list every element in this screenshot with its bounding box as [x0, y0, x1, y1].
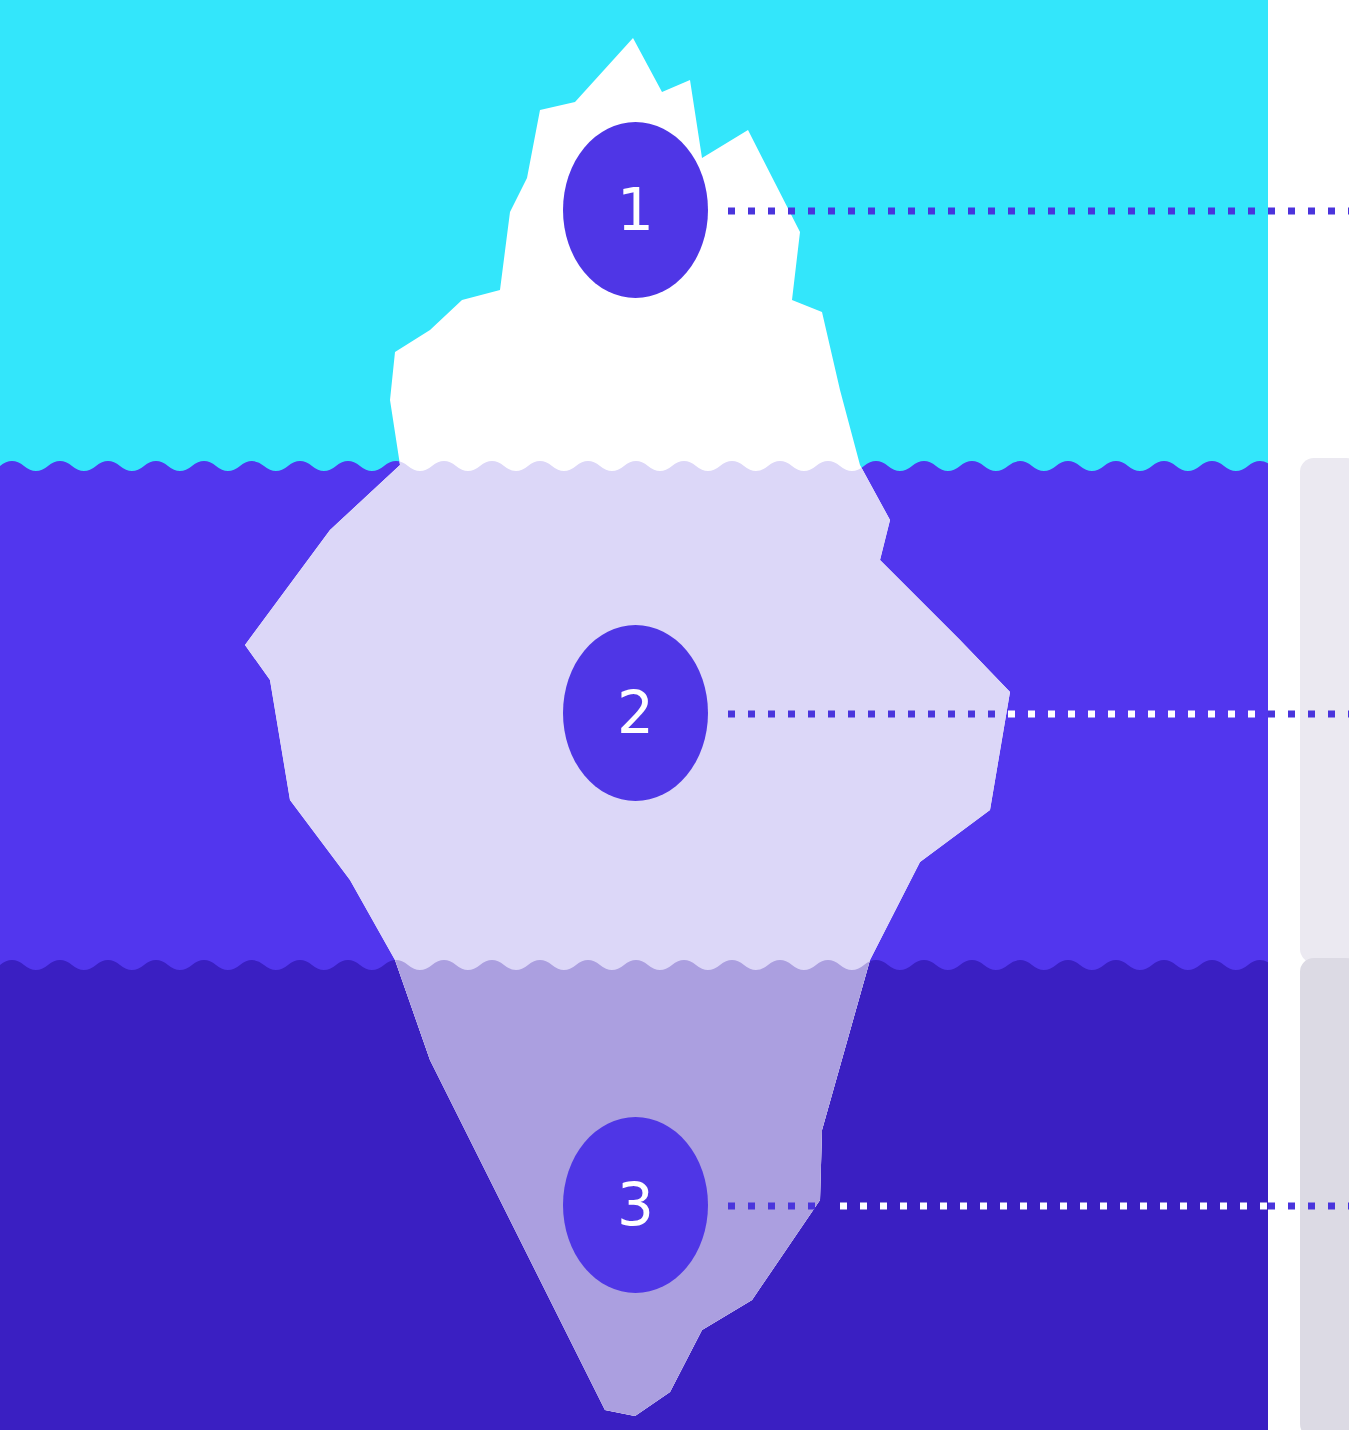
side-panel — [1300, 458, 1349, 963]
leader-lines — [728, 211, 1349, 1206]
callout-circle: 1 — [563, 122, 708, 298]
deep-water-band — [0, 0, 1268, 1430]
leader-line — [1000, 711, 1268, 718]
callout-circle: 2 — [563, 625, 708, 801]
side-panel — [1300, 958, 1349, 1430]
iceberg-middle — [245, 38, 1010, 1416]
callout-number: 1 — [617, 181, 654, 239]
leader-line — [1268, 1203, 1349, 1210]
leader-line — [840, 1203, 1268, 1210]
leader-line — [728, 711, 1000, 718]
water-band — [0, 0, 1268, 1430]
callout-number: 3 — [617, 1176, 654, 1234]
leader-line — [1268, 711, 1349, 718]
callout-number: 2 — [617, 684, 654, 742]
iceberg-base — [245, 38, 1010, 1416]
iceberg-tip — [245, 38, 1010, 1416]
callout-circle: 3 — [563, 1117, 708, 1293]
leader-line — [728, 208, 1349, 215]
sky-band — [0, 0, 1268, 1430]
leader-line — [728, 1203, 820, 1210]
